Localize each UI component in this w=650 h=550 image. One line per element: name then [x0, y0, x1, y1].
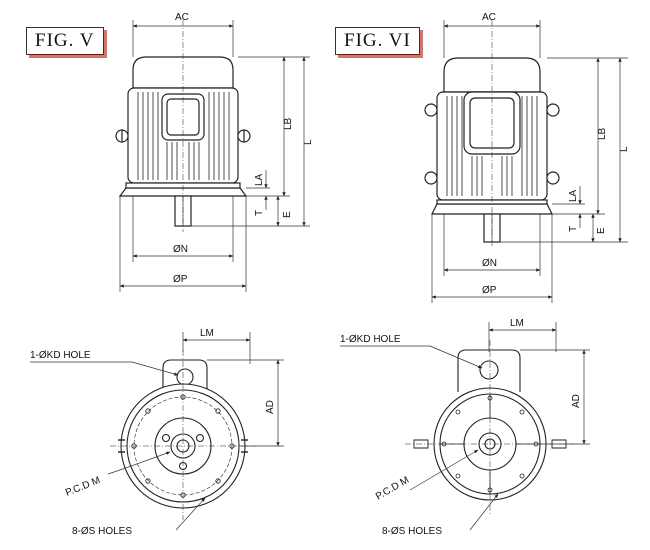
fig-v-lm-label: LM	[200, 328, 214, 339]
fig-v-side-dims	[119, 20, 310, 292]
fig-vi-ad-label: AD	[571, 394, 582, 408]
fig-v-ad-label: AD	[265, 400, 276, 414]
fig-vi-la-label: LA	[568, 189, 579, 202]
fig-v-front-dims	[30, 332, 284, 531]
fig-vi-kd-hole-label: 1-ØKD HOLE	[340, 334, 401, 345]
fig-v-t-label: T	[254, 210, 265, 216]
fig-v-side-view	[115, 20, 251, 232]
fig-v-pcd-label: P.C.D M	[64, 475, 102, 499]
fig-vi-s-holes-label: 8-ØS HOLES	[382, 526, 442, 537]
fig-v-l-label: L	[303, 139, 314, 145]
fig-v-s-holes-label: 8-ØS HOLES	[72, 526, 132, 537]
fig-v-la-label: LA	[254, 173, 265, 186]
fig-vi-side-view	[424, 20, 560, 248]
fig-vi-l-label: L	[619, 146, 630, 152]
fig-vi-ac-label: AC	[482, 12, 496, 23]
fig-v-e-label: E	[282, 211, 293, 218]
fig-vi-n-label: ØN	[482, 258, 497, 269]
fig-vi-e-label: E	[596, 227, 607, 234]
fig-vi-p-label: ØP	[482, 285, 497, 296]
fig-v-front-view	[110, 350, 256, 520]
fig-vi-front-view	[405, 340, 575, 515]
fig-vi-front-dims	[340, 322, 590, 531]
fig-v-kd-hole-label: 1-ØKD HOLE	[30, 350, 91, 361]
fig-v-ac-label: AC	[175, 12, 189, 23]
fig-v-lb-label: LB	[283, 117, 294, 130]
fig-vi-side-dims	[431, 20, 628, 303]
fig-vi-title: FIG. VI	[335, 27, 420, 55]
fig-v-title: FIG. V	[26, 27, 104, 55]
fig-vi-lb-label: LB	[597, 127, 608, 140]
fig-vi-t-label: T	[568, 226, 579, 232]
fig-vi-lm-label: LM	[510, 318, 524, 329]
fig-v-n-label: ØN	[173, 244, 188, 255]
fig-vi-pcd-label: P.C.D M	[374, 475, 411, 503]
fig-v-p-label: ØP	[173, 274, 188, 285]
